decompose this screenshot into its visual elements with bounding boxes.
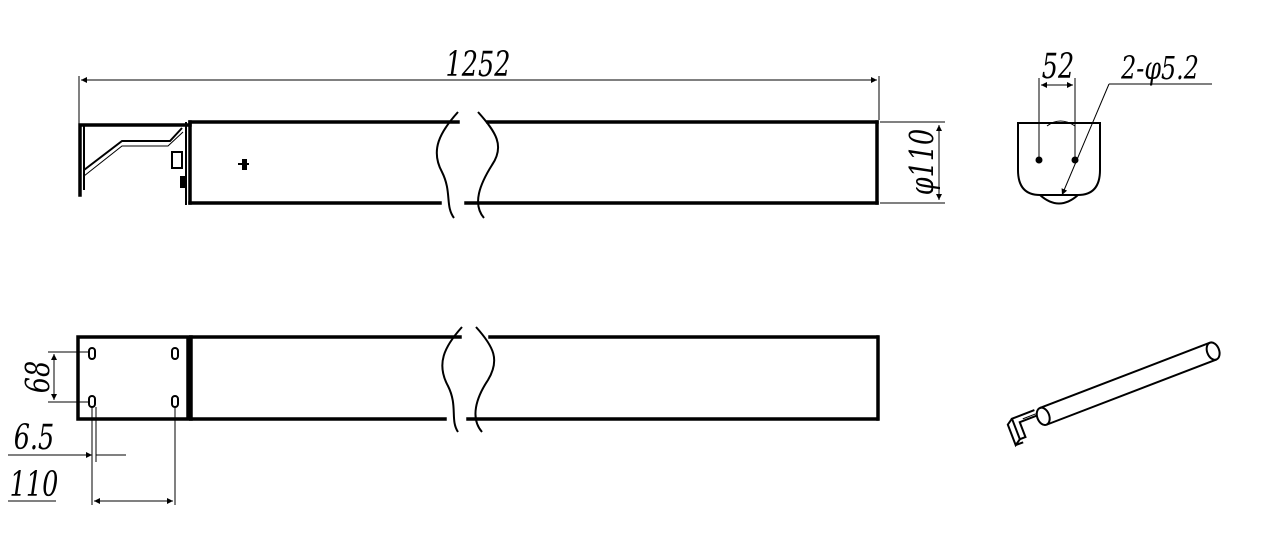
diameter-label: φ110: [903, 129, 941, 195]
slot-hole: [171, 347, 179, 360]
front-view: 1252: [78, 45, 945, 219]
edge-offset-dimension: 6.5: [8, 407, 126, 505]
slot-hole: [88, 347, 96, 360]
plan-view: 68 6.5 110: [8, 326, 880, 505]
slot-hole: [171, 395, 179, 408]
overall-length-label: 1252: [446, 45, 511, 85]
end-hole-spacing-label: 52: [1042, 47, 1074, 87]
isometric-view: [1006, 341, 1221, 448]
plan-hole-spacing-dimension: 68: [19, 351, 90, 403]
mounting-bracket: [78, 122, 192, 205]
diameter-dimension: φ110: [880, 121, 945, 204]
overall-length-dimension: 1252: [78, 45, 880, 128]
edge-offset-label: 6.5: [14, 418, 55, 458]
end-view: 52 2-φ5.2: [1017, 47, 1212, 205]
hole-offset-label: 110: [10, 465, 59, 505]
hole-marker: [1071, 156, 1079, 164]
hole-offset-dimension: 110: [8, 407, 176, 505]
plan-hole-spacing-label: 68: [19, 361, 57, 393]
hole-spec-label: 2-φ5.2: [1120, 49, 1199, 87]
tube-front: [188, 111, 879, 219]
hole-marker: [1035, 156, 1043, 164]
